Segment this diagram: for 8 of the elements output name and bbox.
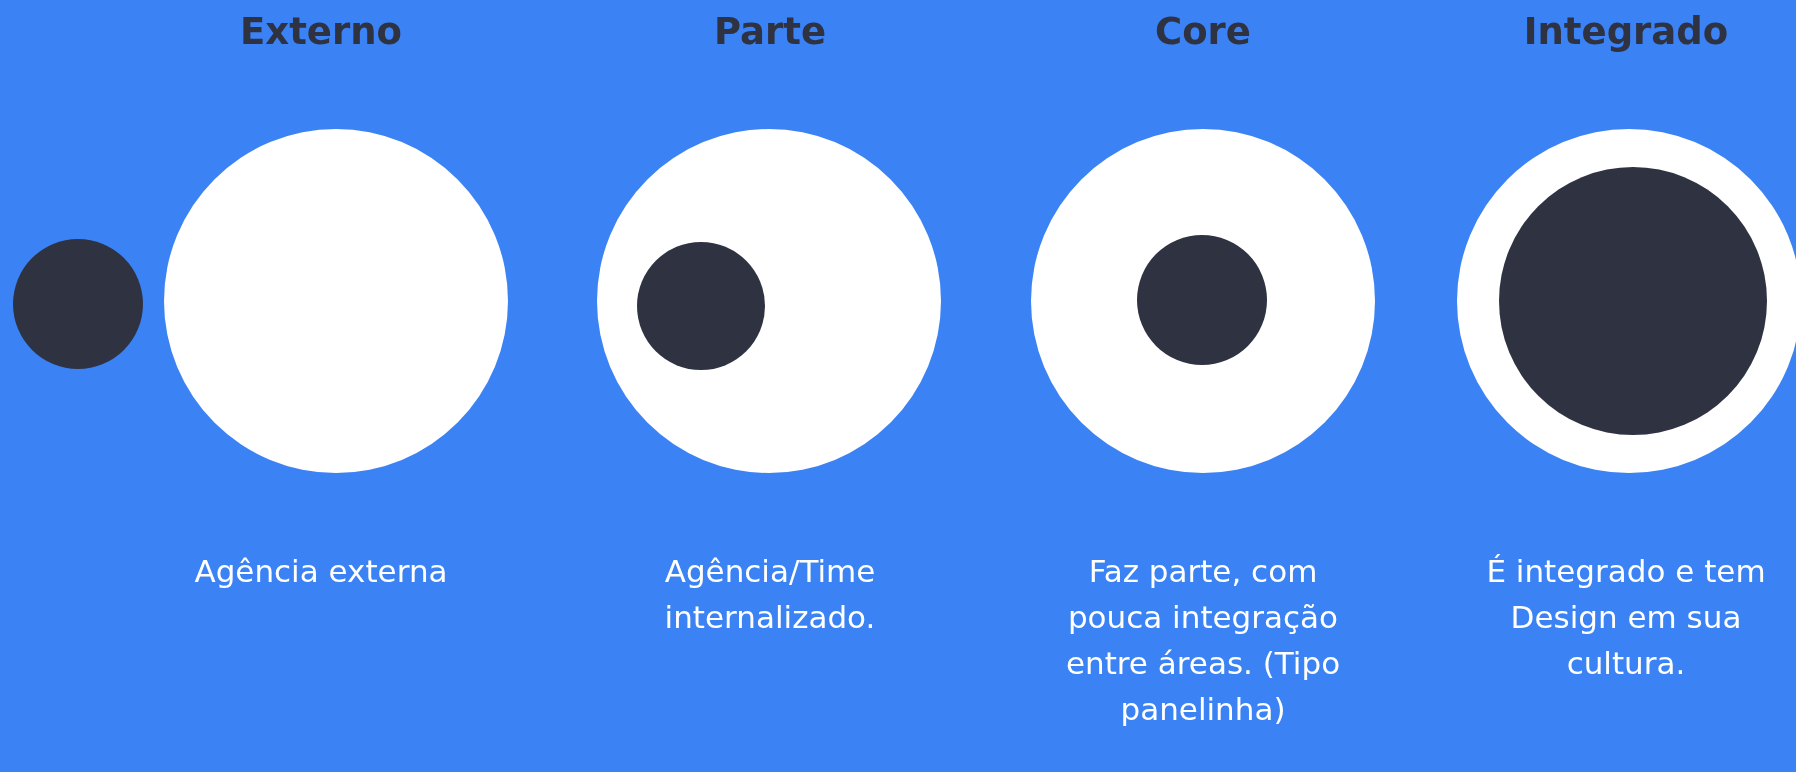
- description-text: Faz parte, com pouca integração entre áreas. (Tipo panelinha): [1064, 552, 1342, 729]
- column-heading: Externo: [240, 10, 402, 53]
- description-text: É integrado e tem Design em sua cultura.: [1485, 552, 1767, 683]
- column-heading: Integrado: [1523, 10, 1729, 53]
- description-text: Agência externa: [193, 552, 449, 591]
- description-text: Agência/Time internalizado.: [663, 552, 877, 637]
- column-heading: Parte: [713, 10, 827, 53]
- column-heading: Core: [1155, 10, 1251, 53]
